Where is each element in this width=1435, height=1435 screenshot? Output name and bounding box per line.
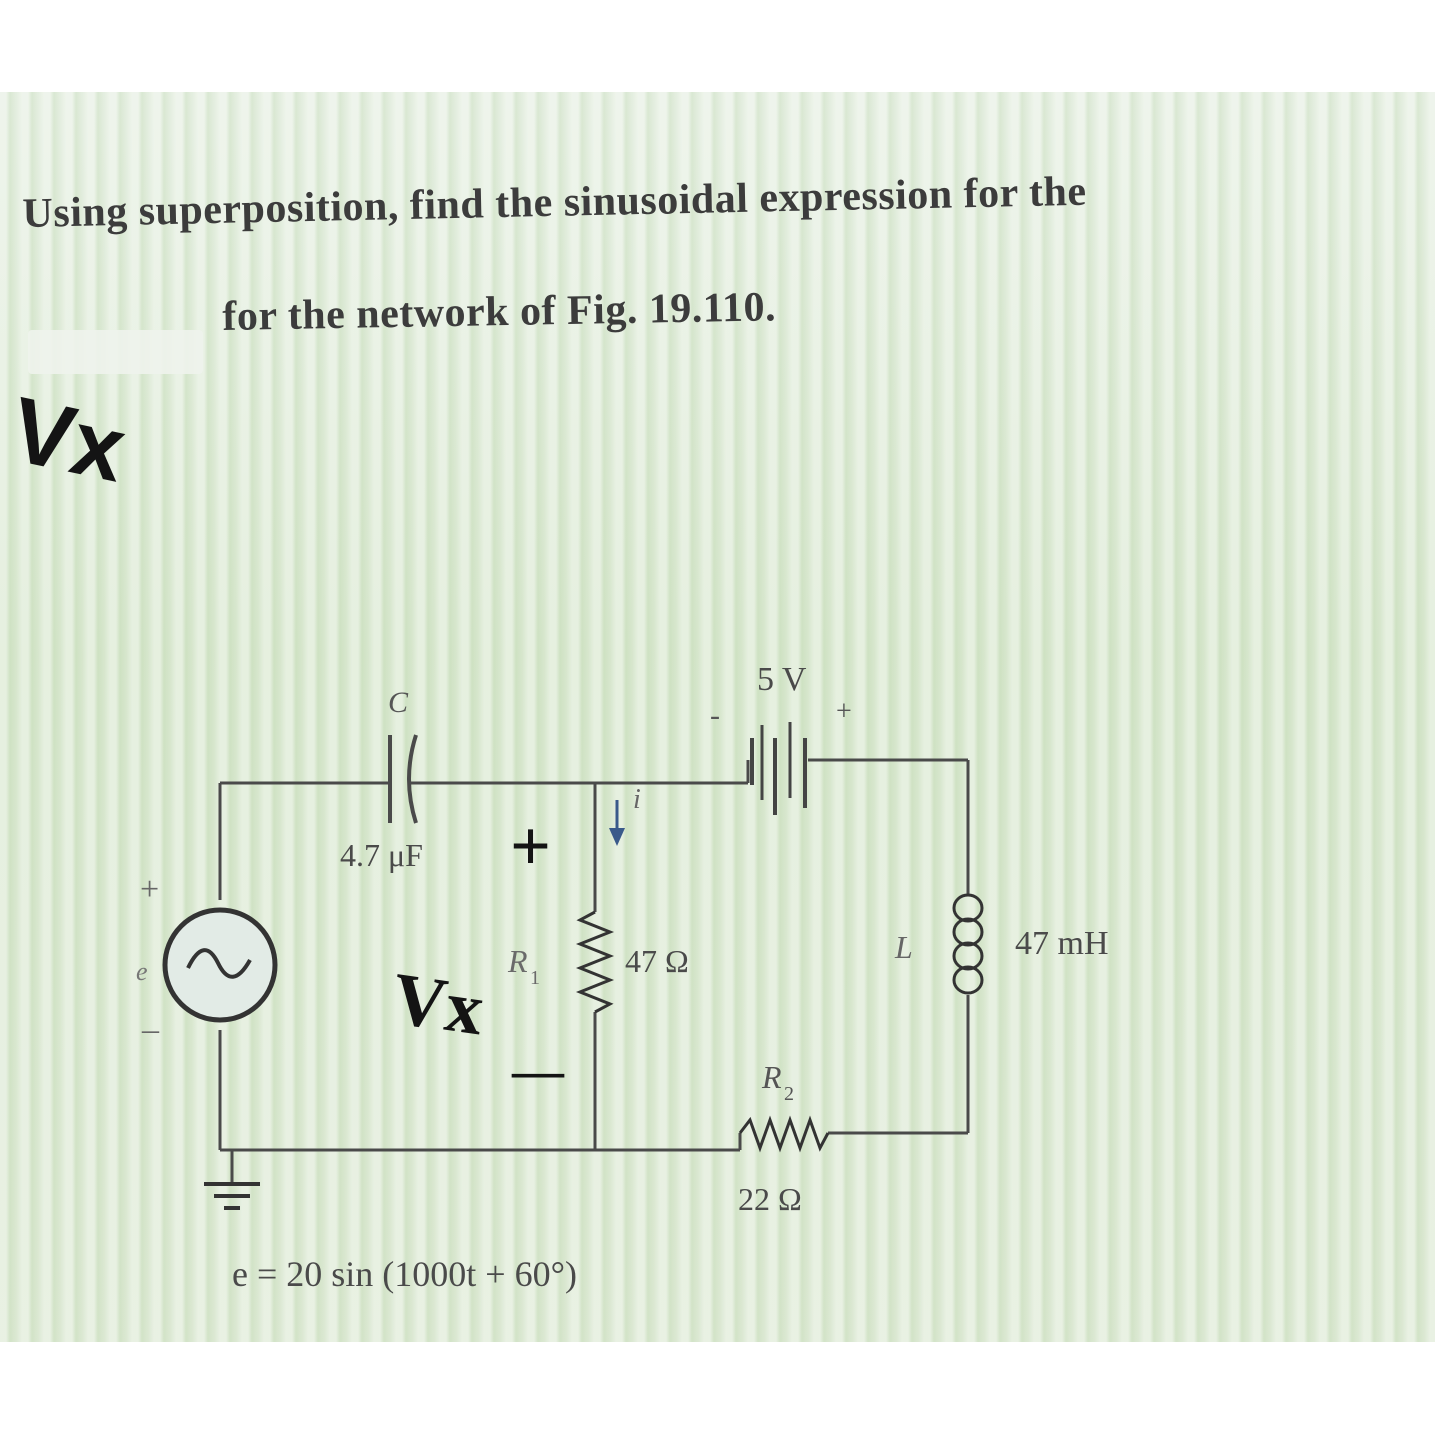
r2-resistor bbox=[738, 1115, 830, 1153]
capacitor-symbol bbox=[388, 734, 418, 824]
vx-plus-mark: + bbox=[510, 806, 551, 886]
redacted-word bbox=[28, 330, 203, 374]
r1-value: 47 Ω bbox=[625, 943, 689, 979]
r2-value: 22 Ω bbox=[738, 1181, 802, 1217]
ac-source-symbol bbox=[162, 907, 278, 1023]
inductor-value: 47 mH bbox=[1015, 925, 1109, 962]
inductor-label: L bbox=[894, 929, 913, 965]
current-arrow bbox=[609, 800, 625, 846]
ground-icon bbox=[204, 1182, 260, 1210]
inductor-symbol bbox=[952, 893, 984, 995]
source-plus: + bbox=[140, 871, 159, 908]
battery-plus: + bbox=[836, 696, 852, 727]
vx-minus-mark: — bbox=[511, 1043, 565, 1100]
r2-symbol: R bbox=[761, 1059, 782, 1095]
battery-value: 5 V bbox=[757, 661, 807, 698]
battery-minus: - bbox=[710, 699, 720, 732]
source-expression: e = 20 sin (1000t + 60°) bbox=[232, 1254, 577, 1294]
source-symbol: e bbox=[136, 957, 148, 986]
photo-background bbox=[0, 92, 1435, 1342]
r1-resistor bbox=[575, 910, 615, 1014]
source-minus: – bbox=[141, 1011, 160, 1048]
r2-subscript: 2 bbox=[784, 1083, 794, 1105]
capacitor-value: 4.7 μF bbox=[340, 837, 423, 873]
r1-subscript: 1 bbox=[530, 967, 540, 989]
capacitor-label: C bbox=[388, 686, 409, 719]
vx-handwritten-circuit: Vx bbox=[388, 958, 489, 1052]
battery-symbol bbox=[750, 722, 807, 815]
current-label: i bbox=[633, 784, 641, 815]
r1-symbol: R bbox=[507, 943, 528, 979]
